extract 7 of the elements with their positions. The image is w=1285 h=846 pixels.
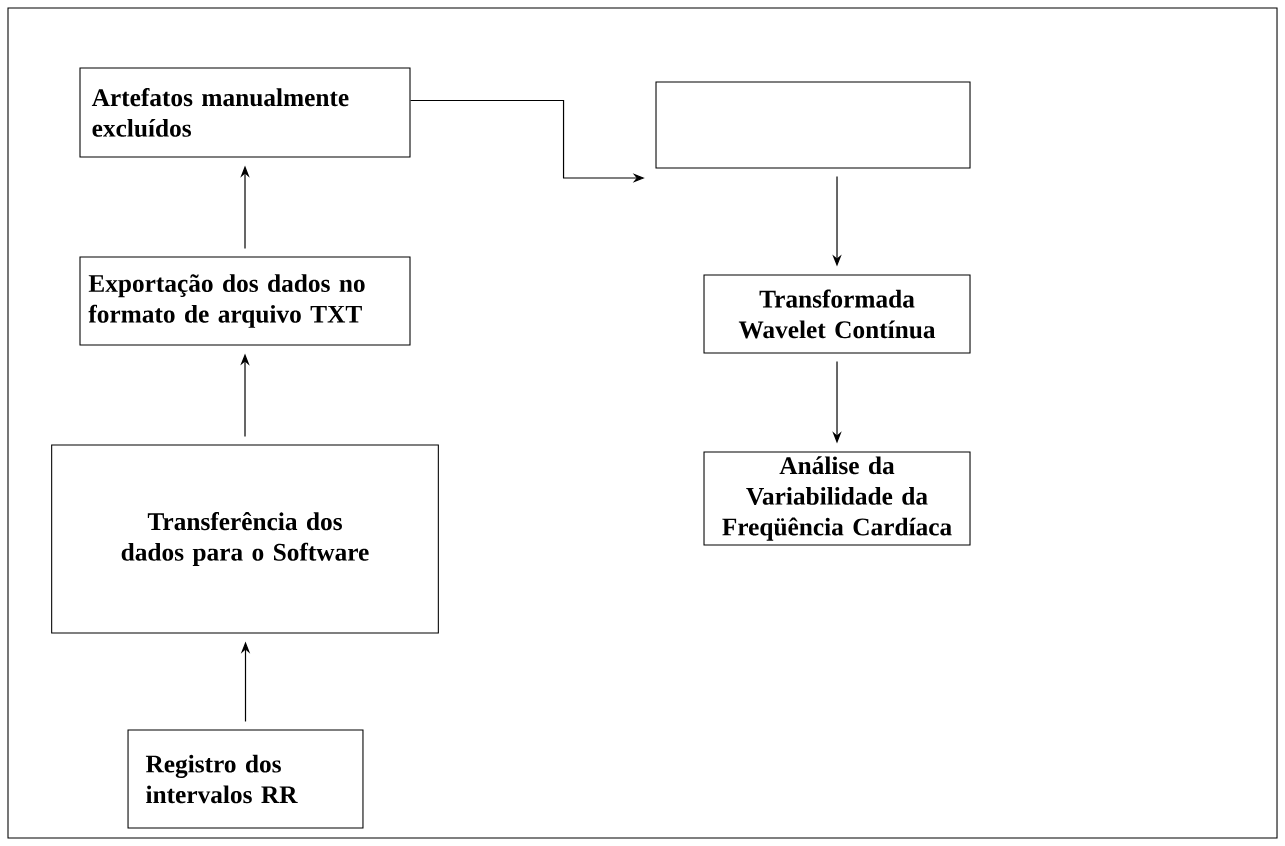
process-box: Transformada Wavelet Contínua <box>703 274 971 354</box>
process-box: Artefatos manualmente excluídos <box>79 67 411 158</box>
empty-box <box>655 81 971 169</box>
process-box: Transferência dos dados para o Software <box>51 444 439 634</box>
process-box: Análise da Variabilidade da Freqüência Cardíaca <box>703 451 971 546</box>
process-box: Registro dos intervalos RR <box>127 729 364 829</box>
process-box: Exportação dos dados no formato de arquivo TXT <box>79 256 411 346</box>
